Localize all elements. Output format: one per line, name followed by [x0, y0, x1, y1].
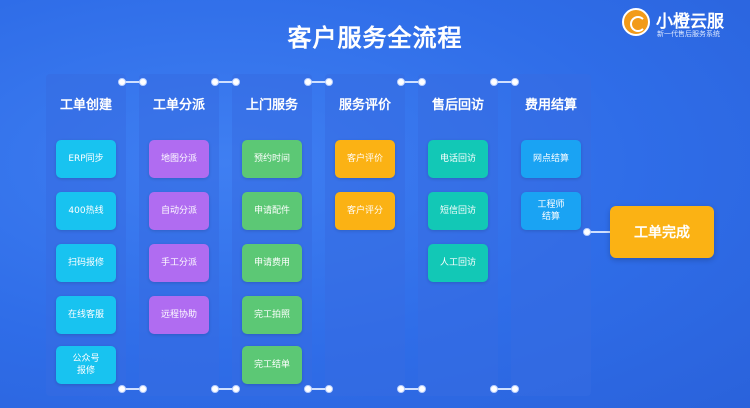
- orange-logo-icon: [622, 8, 650, 36]
- connector-dot: [232, 78, 240, 86]
- page-title: 客户服务全流程: [287, 24, 463, 52]
- connector-dot: [397, 385, 405, 393]
- column-creation: 工单创建 ERP同步 400热线扫码报修在线客服公众号 报修: [46, 74, 126, 396]
- step-tile: 客户评价: [335, 140, 395, 178]
- step-tile: 预约时间: [242, 140, 302, 178]
- final-step-box: 工单完成: [610, 206, 714, 258]
- step-tile: 客户评分: [335, 192, 395, 230]
- connector-dot: [211, 385, 219, 393]
- final-connector-line: [587, 231, 610, 233]
- connector-dot: [325, 385, 333, 393]
- step-tile: ERP同步: [56, 140, 116, 178]
- top-connector-line: [401, 81, 422, 83]
- connector-dot: [304, 78, 312, 86]
- logo-tagline: 新一代售后服务系统: [657, 30, 720, 38]
- step-tile: 申请费用: [242, 244, 302, 282]
- step-tile: 自动分派: [149, 192, 209, 230]
- logo-name: 小橙云服: [656, 12, 724, 32]
- connector-dot: [418, 385, 426, 393]
- step-tile: 工程师 结算: [521, 192, 581, 230]
- bottom-connector-line: [494, 388, 515, 390]
- step-tile: 完工结单: [242, 346, 302, 384]
- top-connector-line: [308, 81, 329, 83]
- bottom-connector-line: [308, 388, 329, 390]
- column-title: 服务评价: [338, 98, 391, 113]
- step-tile: 人工回访: [428, 244, 488, 282]
- connector-dot: [490, 385, 498, 393]
- connector-dot: [325, 78, 333, 86]
- connector-dot: [118, 385, 126, 393]
- step-tile: 完工拍照: [242, 296, 302, 334]
- step-tile: 电话回访: [428, 140, 488, 178]
- connector-dot: [583, 228, 591, 236]
- step-tile: 手工分派: [149, 244, 209, 282]
- top-connector-line: [215, 81, 236, 83]
- connector-dot: [118, 78, 126, 86]
- column-title: 工单分派: [152, 98, 205, 113]
- logo: 小橙云服 新一代售后服务系统: [622, 6, 742, 40]
- bottom-connector-line: [401, 388, 422, 390]
- column-title: 售后回访: [431, 98, 484, 113]
- column-onsite: 上门服务预约时间申请配件申请费用完工拍照完工结单: [232, 74, 312, 396]
- connector-dot: [490, 78, 498, 86]
- connector-dot: [304, 385, 312, 393]
- step-tile: 公众号 报修: [56, 346, 116, 384]
- bottom-connector-line: [122, 388, 143, 390]
- connector-dot: [511, 78, 519, 86]
- bottom-connector-line: [215, 388, 236, 390]
- step-tile: 扫码报修: [56, 244, 116, 282]
- column-evaluation: 服务评价客户评价客户评分: [325, 74, 405, 396]
- column-title: 费用结算: [524, 98, 577, 113]
- step-tile: 远程协助: [149, 296, 209, 334]
- column-followup: 售后回访电话回访短信回访人工回访: [418, 74, 498, 396]
- column-dispatch: 工单分派地图分派自动分派手工分派远程协助: [139, 74, 219, 396]
- connector-dot: [211, 78, 219, 86]
- step-tile: 申请配件: [242, 192, 302, 230]
- step-tile: 在线客服: [56, 296, 116, 334]
- step-tile: 短信回访: [428, 192, 488, 230]
- top-connector-line: [122, 81, 143, 83]
- step-tile: 地图分派: [149, 140, 209, 178]
- step-tile: 400热线: [56, 192, 116, 230]
- step-tile: 网点结算: [521, 140, 581, 178]
- top-connector-line: [494, 81, 515, 83]
- connector-dot: [418, 78, 426, 86]
- connector-dot: [139, 385, 147, 393]
- column-title: 工单创建: [59, 98, 112, 113]
- connector-dot: [397, 78, 405, 86]
- connector-dot: [511, 385, 519, 393]
- connector-dot: [232, 385, 240, 393]
- column-title: 上门服务: [245, 98, 298, 113]
- connector-dot: [139, 78, 147, 86]
- column-settlement: 费用结算网点结算工程师 结算: [511, 74, 591, 396]
